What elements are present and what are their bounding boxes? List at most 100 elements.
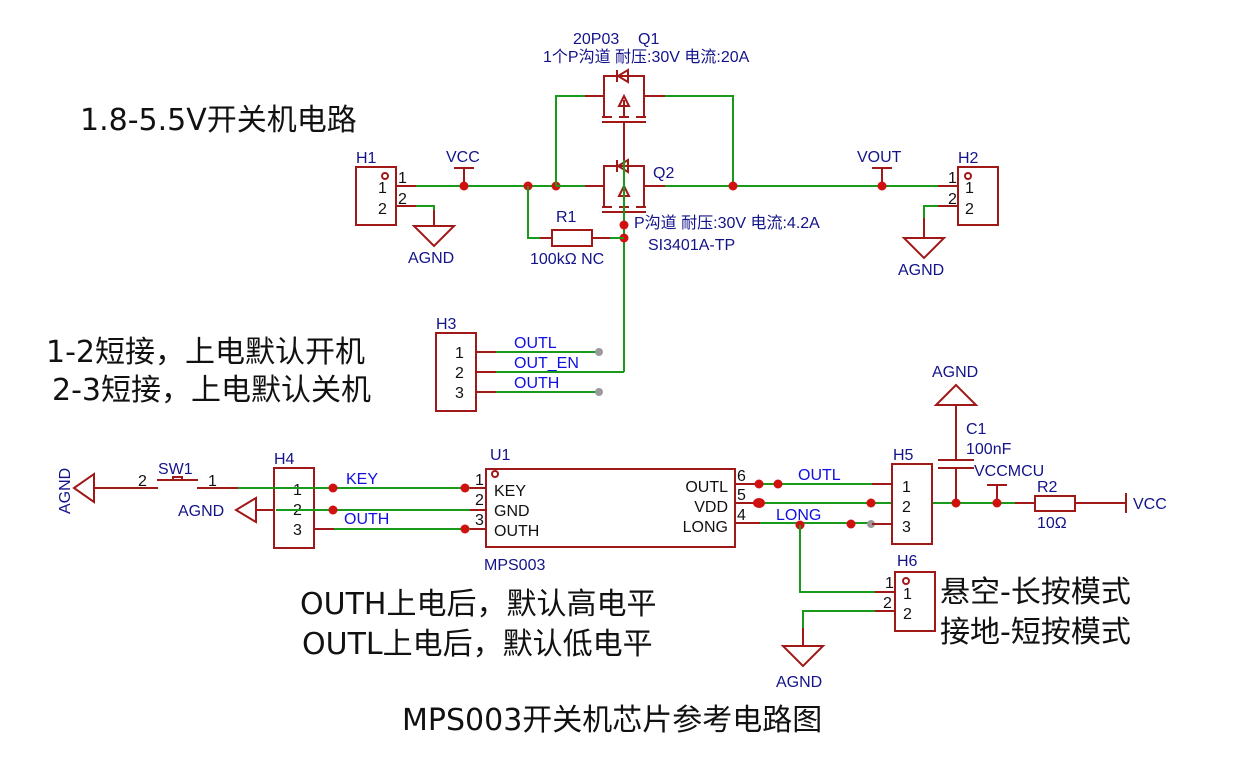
net-label-outh: OUTH	[344, 511, 389, 528]
sw1-ref: SW1	[158, 461, 193, 478]
u1-pin3-num: 3	[475, 512, 484, 529]
u1-part: MPS003	[484, 557, 545, 574]
h2-pin2-num: 2	[948, 191, 957, 208]
c1-ref: C1	[966, 421, 987, 438]
voltage-range-note: 1.8-5.5V开关机电路	[80, 103, 357, 138]
h5-pin3-label: 3	[902, 519, 911, 536]
connector-h6[interactable]: H6 1 2 1 2	[875, 553, 936, 632]
pin1-marker-icon	[964, 172, 972, 180]
junction	[877, 181, 887, 191]
junction	[460, 524, 470, 534]
u1-ref: U1	[490, 447, 511, 464]
u1-pin-vdd: VDD	[694, 499, 728, 516]
sw1-pin1: 1	[208, 473, 217, 490]
junction	[728, 181, 738, 191]
pin1-marker-icon	[491, 470, 499, 478]
agnd-label: AGND	[776, 674, 822, 691]
no-connect-icon	[595, 348, 603, 356]
r1-ref: R1	[556, 209, 577, 226]
h5-pin2-label: 2	[902, 499, 911, 516]
agnd-label: AGND	[408, 250, 454, 267]
r2-value: 10Ω	[1037, 515, 1067, 532]
switch-sw1[interactable]: SW1 2 1	[118, 461, 238, 490]
sw1-pin2: 2	[138, 473, 147, 490]
connector-h1[interactable]: H1 1 2 1 2	[355, 150, 416, 226]
h2-pin2-label: 2	[965, 201, 974, 218]
outl-note: OUTL上电后，默认低电平	[302, 627, 653, 662]
h1-pin2-num: 2	[398, 191, 407, 208]
h6-mode-note-1: 悬空-长按模式	[940, 575, 1131, 610]
pin1-marker-icon	[381, 172, 389, 180]
h4-pin1-label: 1	[293, 482, 302, 499]
h3-mode-note-1: 1-2短接，上电默认开机	[46, 335, 365, 370]
h3-mode-note-2: 2-3短接，上电默认关机	[52, 373, 371, 408]
connector-h5[interactable]: H5 1 2 3	[872, 447, 933, 545]
h2-pin1-num: 1	[948, 170, 957, 187]
u1-pin6-num: 6	[737, 468, 746, 485]
h6-mode-note-2: 接地-短按模式	[940, 615, 1131, 650]
connector-h3[interactable]: H3 1 2 3	[435, 316, 496, 412]
h4-pin3-label: 3	[293, 522, 302, 539]
junction	[460, 483, 470, 493]
agnd-symbol-h4: AGND	[178, 496, 276, 524]
junction	[753, 498, 765, 508]
connector-h4[interactable]: H4 1 2 3	[273, 451, 334, 549]
arrow-icon	[617, 93, 631, 107]
q2-desc: P沟道 耐压:30V 电流:4.2A	[634, 214, 820, 232]
agnd-symbol-sw1: AGND	[57, 468, 118, 514]
agnd-symbol-h1: AGND	[408, 210, 457, 267]
h3-ref: H3	[436, 316, 457, 333]
r1-value: 100kΩ NC	[530, 251, 604, 268]
capacitor-c1[interactable]: C1 100nF	[938, 421, 1012, 503]
ic-u1-mps003[interactable]: U1 1 2 3 KEY GND OUTH OUTL VDD LONG 6 5 …	[470, 447, 760, 574]
h6-pin2-num: 2	[883, 595, 892, 612]
wire-long-h6	[799, 525, 875, 593]
vout-label: VOUT	[857, 149, 902, 166]
h1-body	[355, 166, 397, 226]
agnd-symbol-h2: AGND	[898, 218, 947, 279]
h3-pin1-label: 1	[455, 345, 464, 362]
h1-pin1-num: 1	[398, 170, 407, 187]
h3-pin3-label: 3	[455, 385, 464, 402]
vcc-port-r2: VCC	[1100, 493, 1167, 513]
vcc-port-top: VCC	[446, 149, 480, 186]
junction	[773, 479, 783, 489]
agnd-symbol-c1: AGND	[932, 364, 979, 460]
r2-ref: R2	[1037, 479, 1058, 496]
net-label-outl: OUTL	[798, 467, 841, 484]
junction	[328, 505, 338, 515]
wire-r1-left	[527, 186, 550, 239]
resistor-r1[interactable]: R1 100kΩ NC	[530, 209, 610, 268]
q1-part: 20P03	[573, 31, 619, 48]
no-connect-icon	[867, 520, 875, 528]
wire-q1-right	[665, 95, 734, 186]
net-label-key: KEY	[346, 471, 378, 488]
pin1-marker-icon	[902, 577, 910, 585]
junction	[619, 220, 629, 230]
h2-pin1-label: 1	[965, 180, 974, 197]
h1-pin2-label: 2	[378, 201, 387, 218]
u1-pin-outh: OUTH	[494, 523, 539, 540]
agnd-label: AGND	[932, 364, 978, 381]
h6-pin1-num: 1	[885, 575, 894, 592]
diagram-title: MPS003开关机芯片参考电路图	[402, 703, 822, 738]
vcc-label: VCC	[1133, 496, 1167, 513]
u1-pin-gnd: GND	[494, 503, 530, 520]
resistor-r2[interactable]: R2 10Ω	[1015, 479, 1100, 532]
wire-q1-left	[555, 95, 585, 186]
vccmcu-label: VCCMCU	[974, 463, 1044, 480]
connector-h2[interactable]: H2 1 2 1 2	[938, 150, 999, 226]
h6-pin2-label: 2	[903, 606, 912, 623]
h4-ref: H4	[274, 451, 295, 468]
u1-pin4-num: 4	[737, 507, 746, 524]
vout-port: VOUT	[857, 149, 902, 186]
junction	[992, 498, 1002, 508]
outh-note: OUTH上电后，默认高电平	[300, 587, 656, 622]
c1-value: 100nF	[966, 441, 1012, 458]
h3-pin2-label: 2	[455, 365, 464, 382]
mosfet-q1[interactable]: 20P03 Q1 1个P沟道 耐压:30V 电流:20A	[543, 31, 750, 160]
wire-h1-agnd	[416, 205, 435, 222]
diode-icon	[616, 68, 629, 84]
vcc-label: VCC	[446, 149, 480, 166]
